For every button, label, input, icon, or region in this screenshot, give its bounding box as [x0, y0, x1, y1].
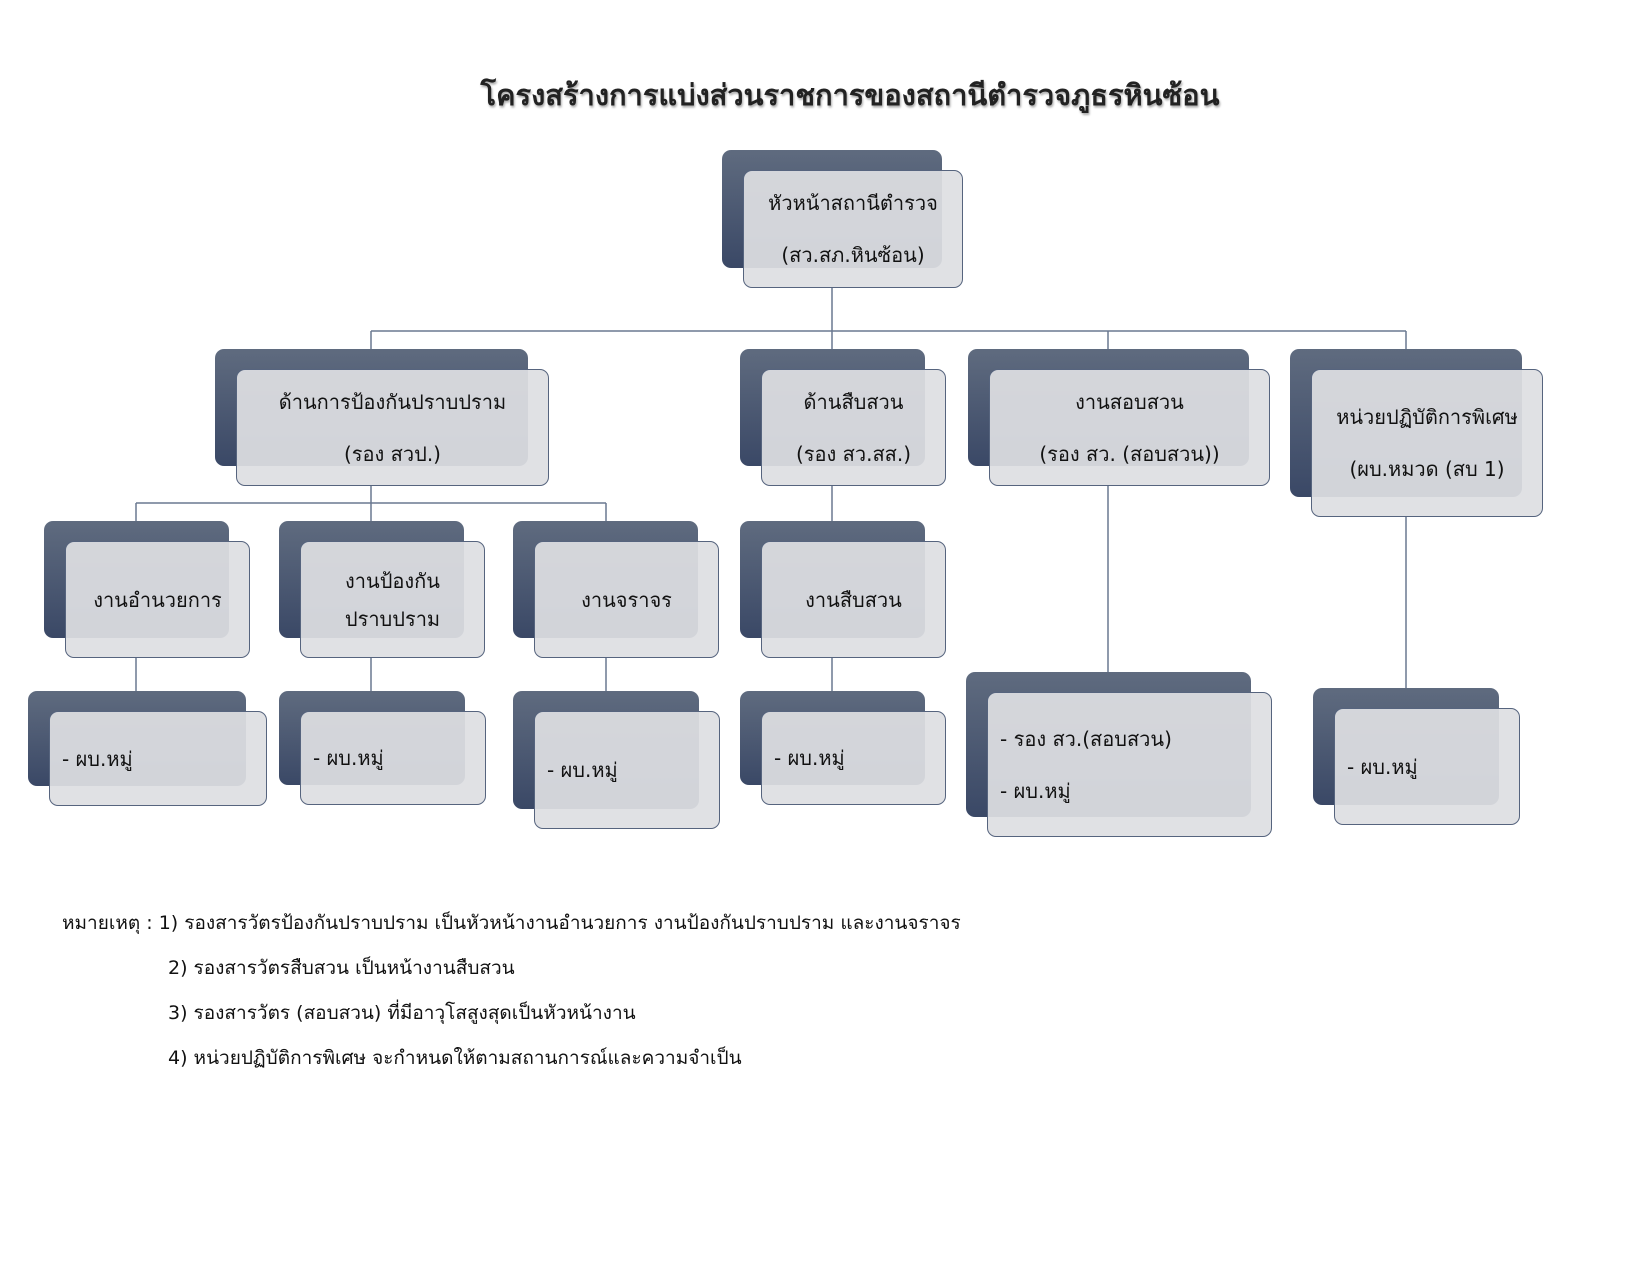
node-label-line: งานอำนวยการ [93, 587, 222, 612]
org-node-invest-sub: - ผบ.หมู่ [761, 711, 946, 805]
node-label-line: - ผบ.หมู่ [547, 758, 618, 782]
page-title: โครงสร้างการแบ่งส่วนราชการของสถานีตำรวจภ… [480, 78, 1220, 112]
node-label-line: (รอง สว.สส.) [795, 441, 912, 466]
node-label-line: งานป้องกัน [345, 568, 440, 593]
node-label-line: (รอง สวป.) [344, 441, 441, 466]
org-node-special-sub: - ผบ.หมู่ [1334, 708, 1520, 825]
org-node-admin-sub: - ผบ.หมู่ [49, 711, 267, 806]
node-label-line: - ผบ.หมู่ [62, 746, 133, 771]
node-label-line: งานสืบสวน [805, 587, 902, 612]
org-node-prevent-unit: งานป้องกันปราบปราม [300, 541, 485, 658]
node-label-line: ด้านสืบสวน [803, 389, 904, 414]
org-node-prevent-sub: - ผบ.หมู่ [300, 711, 486, 805]
node-label-line: หน่วยปฏิบัติการพิเศษ [1336, 405, 1518, 429]
node-label-line: งานจราจร [581, 587, 672, 612]
node-label-line: - ผบ.หมู่ [313, 746, 384, 770]
node-label-line: - ผบ.หมู่ [1347, 754, 1418, 779]
node-label-line: ด้านการป้องกันปราบปราม [278, 389, 507, 414]
org-node-inquiry: งานสอบสวน (รอง สว. (สอบสวน)) [989, 369, 1270, 486]
org-node-traffic: งานจราจร [534, 541, 719, 658]
node-label-line: (รอง สว. (สอบสวน)) [1039, 441, 1220, 466]
note-3: 3) รองสารวัตร (สอบสวน) ที่มีอาวุโสสูงสุด… [168, 1002, 636, 1024]
note-2: 2) รองสารวัตรสืบสวน เป็นหน้างานสืบสวน [168, 957, 515, 979]
note-4: 4) หน่วยปฏิบัติการพิเศษ จะกำหนดให้ตามสถา… [168, 1047, 742, 1069]
node-label-line: ปราบปราม [344, 606, 441, 631]
node-label-line: (ผบ.หมวด (สบ 1) [1349, 457, 1505, 481]
note-1: 1) รองสารวัตรป้องกันปราบปราม เป็นหัวหน้า… [158, 912, 961, 934]
node-label-line: (สว.สภ.หินซ้อน) [781, 243, 925, 267]
node-label-line: งานสอบสวน [1075, 389, 1184, 414]
org-node-invest-unit: งานสืบสวน [761, 541, 946, 658]
node-label-line: - รอง สว.(สอบสวน) [1000, 726, 1172, 751]
org-node-prevention: ด้านการป้องกันปราบปราม (รอง สวป.) [236, 369, 549, 486]
notes-label: หมายเหตุ : [62, 912, 159, 934]
org-node-investigation: ด้านสืบสวน (รอง สว.สส.) [761, 369, 946, 486]
org-node-admin: งานอำนวยการ [65, 541, 250, 658]
org-node-traffic-sub: - ผบ.หมู่ [534, 711, 720, 829]
org-node-special: หน่วยปฏิบัติการพิเศษ (ผบ.หมวด (สบ 1) [1311, 369, 1543, 517]
notes: หมายเหตุ : 1) รองสารวัตรป้องกันปราบปราม … [62, 908, 961, 1088]
org-node-inquiry-sub: - รอง สว.(สอบสวน) - ผบ.หมู่ [987, 692, 1272, 837]
node-label-line: - ผบ.หมู่ [1000, 778, 1071, 803]
org-node-head: หัวหน้าสถานีตำรวจ (สว.สภ.หินซ้อน) [743, 170, 963, 288]
node-label-line: หัวหน้าสถานีตำรวจ [768, 191, 938, 215]
node-label-line: - ผบ.หมู่ [774, 746, 845, 770]
